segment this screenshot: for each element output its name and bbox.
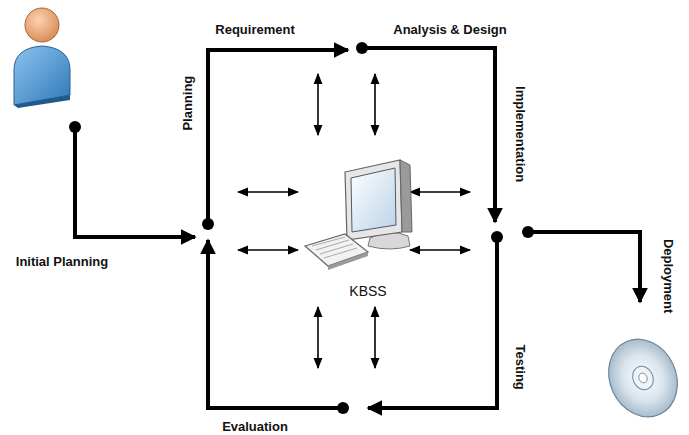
phase-label: Testing: [513, 344, 527, 389]
phase-label: Evaluation: [222, 420, 288, 434]
computer-icon: [305, 160, 412, 270]
phase-label: Requirement: [215, 23, 294, 37]
interaction-arrows: [238, 74, 470, 368]
flow-lines: [75, 48, 640, 408]
phase-label: Planning: [181, 76, 195, 131]
phase-label: Initial Planning: [16, 255, 108, 269]
system-label: KBSS: [349, 284, 386, 299]
phase-label: Analysis & Design: [393, 23, 506, 37]
junction-dots: [69, 42, 534, 414]
cd-disc: [596, 328, 689, 428]
phase-label: Deployment: [661, 239, 675, 313]
phase-label: Implementation: [513, 86, 527, 182]
person-icon: [14, 8, 70, 108]
